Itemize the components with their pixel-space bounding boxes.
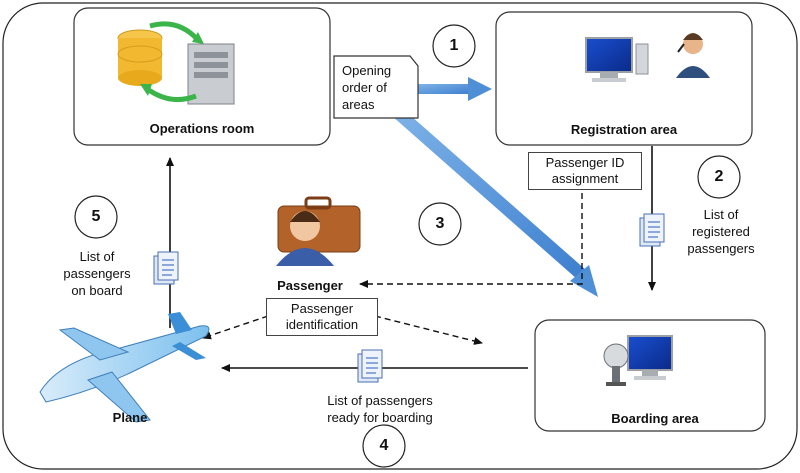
onboard-list-line-3: on board xyxy=(71,283,123,298)
passenger-suitcase-icon xyxy=(276,196,361,266)
onboard-list-line-1: List of xyxy=(79,249,115,264)
step-number-1: 1 xyxy=(449,37,459,54)
passenger-label: Passenger xyxy=(277,278,343,293)
registration-area-label: Registration area xyxy=(570,122,678,137)
document-list-icon-ready xyxy=(357,349,383,383)
ready-list-line-1: List of passengers xyxy=(327,393,433,408)
airplane-icon xyxy=(39,312,210,423)
passenger-identification-box: Passenger identification xyxy=(266,298,378,336)
onboard-list-line-2: passengers xyxy=(63,266,131,281)
dashed-arrow-to-boarding xyxy=(374,315,483,345)
opening-order-line-1: Opening xyxy=(342,63,392,78)
step-circle-3 xyxy=(418,202,462,246)
step-number-5: 5 xyxy=(91,208,101,225)
ready-list-label: List of passengers ready for boarding xyxy=(300,392,460,426)
ready-list-line-2: ready for boarding xyxy=(327,410,433,425)
opening-order-note xyxy=(333,55,419,119)
passenger-identification-line-2: identification xyxy=(285,317,359,332)
document-list-icon xyxy=(639,213,665,247)
registered-list-line-1: List of xyxy=(703,207,739,222)
registered-list-line-3: passengers xyxy=(687,241,755,256)
step-circle-1 xyxy=(432,24,476,68)
operations-room-label: Operations room xyxy=(149,121,255,136)
registered-list-label: List of registered passengers xyxy=(676,206,766,257)
passenger-id-line-1: Passenger ID xyxy=(545,155,625,170)
computer-scanner-icon xyxy=(603,335,673,386)
plane-label: Plane xyxy=(112,410,148,425)
blue-arrow-to-registration xyxy=(418,77,492,101)
step-number-3: 3 xyxy=(435,215,445,232)
opening-order-text: Opening order of areas xyxy=(342,62,416,113)
passenger-id-line-2: assignment xyxy=(551,171,619,186)
step-circle-2 xyxy=(697,155,741,199)
dashed-arrow-id-to-passenger xyxy=(359,193,583,288)
step-circle-5 xyxy=(74,195,118,239)
document-list-icon-onboard xyxy=(153,251,179,285)
blue-arrow-to-boarding xyxy=(392,108,598,297)
step-circle-4 xyxy=(362,424,406,468)
boarding-area-label: Boarding area xyxy=(611,411,699,426)
step-number-2: 2 xyxy=(714,168,724,185)
registered-list-line-2: registered xyxy=(692,224,750,239)
opening-order-line-2: order of xyxy=(342,80,387,95)
step-number-4: 4 xyxy=(379,437,389,454)
passenger-identification-line-1: Passenger xyxy=(290,301,354,316)
computer-agent-icon xyxy=(585,33,710,82)
database-server-sync-icon xyxy=(117,21,235,105)
dashed-arrow-to-plane xyxy=(202,315,269,340)
passenger-id-assignment-box: Passenger ID assignment xyxy=(528,152,642,190)
opening-order-line-3: areas xyxy=(342,97,375,112)
onboard-list-label: List of passengers on board xyxy=(52,248,142,299)
